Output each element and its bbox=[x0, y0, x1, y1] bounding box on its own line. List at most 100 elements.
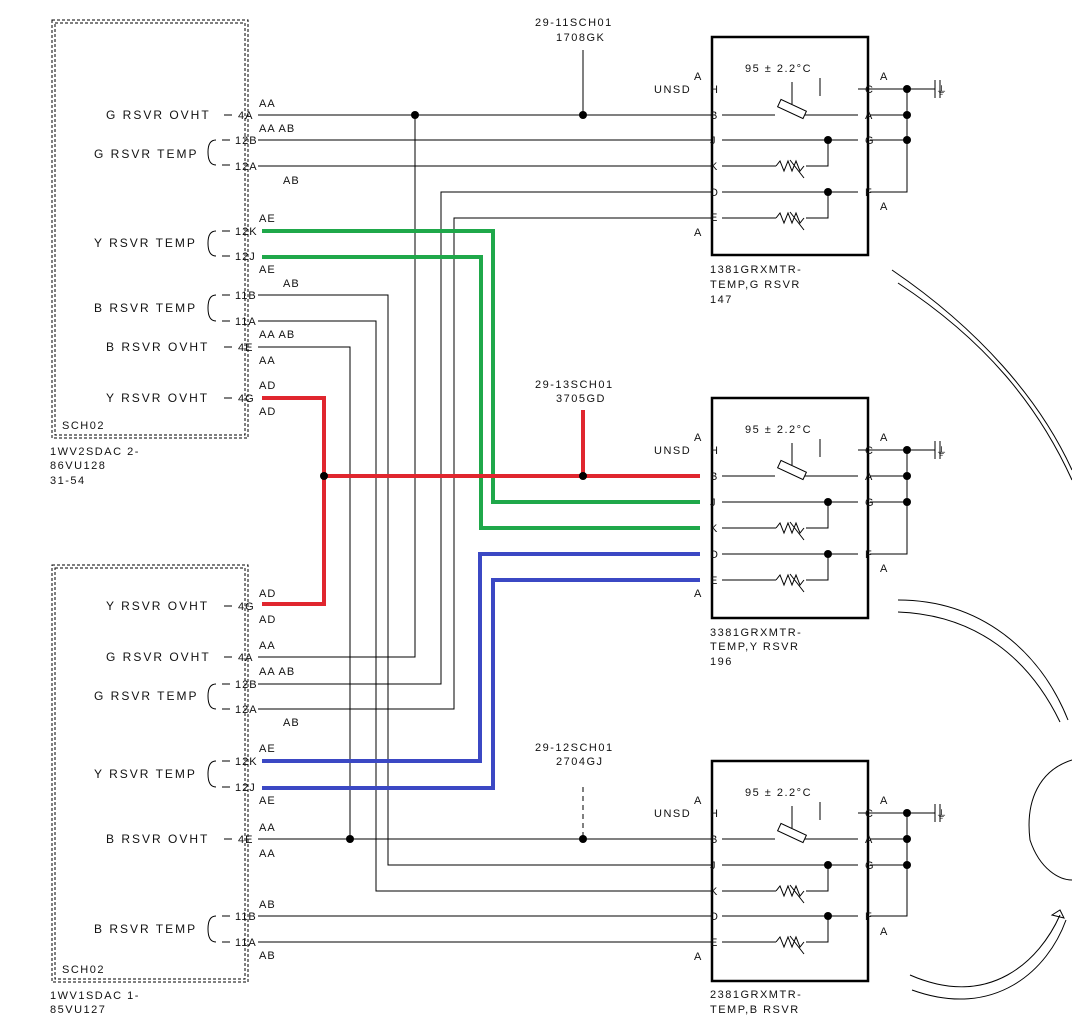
pin-label: 11A bbox=[235, 937, 257, 949]
red-wire bbox=[262, 396, 700, 606]
signal-label: G RSVR OVHT bbox=[106, 650, 211, 664]
colored-wires bbox=[262, 229, 700, 790]
pin-c: C bbox=[865, 445, 874, 457]
pin-b: B bbox=[710, 110, 718, 122]
unsd-label: UNSD bbox=[654, 445, 691, 457]
pin-label: 12K bbox=[235, 756, 258, 768]
pin-label: 11A bbox=[235, 316, 257, 328]
wire bbox=[258, 346, 712, 840]
pin-label: 4E bbox=[238, 834, 253, 846]
xmtr-ref2: TEMP,Y RSVR bbox=[710, 641, 799, 653]
code-label: AB bbox=[259, 950, 276, 962]
code-a: A bbox=[694, 588, 702, 600]
xmtr-frame bbox=[710, 396, 870, 620]
pin-g: G bbox=[865, 497, 875, 509]
code-label: AB bbox=[283, 278, 300, 290]
code-a: A bbox=[694, 432, 702, 444]
xmtr-sheet: 29-11SCH01 bbox=[535, 17, 613, 29]
signal-label: G RSVR OVHT bbox=[106, 108, 211, 122]
pin-j: J bbox=[710, 135, 717, 147]
decorative-curves bbox=[891, 269, 1072, 1000]
pin-g: G bbox=[865, 135, 875, 147]
code-label: AA AB bbox=[259, 329, 295, 341]
signal-label: B RSVR OVHT bbox=[106, 340, 209, 354]
code-a: A bbox=[694, 71, 702, 83]
xmtr-y-rsvr: 29-13SCH01 3705GD 95 ± 2.2°C 3381GRXMTR-… bbox=[535, 379, 948, 668]
sdac-bottom-ref3: 85VU127 bbox=[50, 1004, 106, 1016]
xmtr-zone: 3705GD bbox=[556, 393, 606, 405]
pin-g: G bbox=[865, 860, 875, 872]
pin-b: B bbox=[710, 471, 718, 483]
pin-label: 11B bbox=[235, 911, 257, 923]
pin-b: B bbox=[710, 834, 718, 846]
pin-label: 12A bbox=[235, 704, 258, 716]
sdac-bottom-outline bbox=[51, 564, 249, 983]
unsd-label: UNSD bbox=[654, 84, 691, 96]
xmtr-sheet: 29-13SCH01 bbox=[535, 379, 614, 391]
code-label: AA bbox=[259, 848, 276, 860]
wire bbox=[258, 320, 712, 892]
pin-label: 12A bbox=[235, 161, 258, 173]
code-label: AB bbox=[259, 899, 276, 911]
xmtr-ref1: 2381GRXMTR- bbox=[710, 989, 802, 1001]
pin-e: E bbox=[710, 937, 718, 949]
xmtr-ref1: 1381GRXMTR- bbox=[710, 264, 802, 276]
ground-symbol: ⏚ bbox=[936, 445, 948, 458]
code-label: AA AB bbox=[259, 123, 295, 135]
pin-f: F bbox=[865, 549, 873, 561]
signal-label: Y RSVR OVHT bbox=[106, 599, 209, 613]
code-label: AA bbox=[259, 355, 276, 367]
code-label: AE bbox=[259, 743, 276, 755]
black-wires bbox=[258, 50, 712, 943]
xmtr-temp: 95 ± 2.2°C bbox=[745, 787, 812, 799]
sdac-top-ref1: SCH02 bbox=[62, 420, 105, 432]
signal-label: G RSVR TEMP bbox=[94, 689, 198, 703]
xmtr-ref1: 3381GRXMTR- bbox=[710, 627, 802, 639]
signal-label: Y RSVR TEMP bbox=[94, 767, 197, 781]
pin-label: 4A bbox=[238, 110, 253, 122]
code-a: A bbox=[880, 201, 888, 213]
code-a: A bbox=[880, 795, 888, 807]
code-label: AD bbox=[259, 406, 276, 418]
code-label: AA bbox=[259, 98, 276, 110]
pin-j: J bbox=[710, 497, 717, 509]
code-label: AB bbox=[283, 175, 300, 187]
sdac-top-ref2: 1WV2SDAC 2- bbox=[50, 446, 140, 458]
pin-label: 4E bbox=[238, 342, 253, 354]
pin-d: D bbox=[710, 911, 719, 923]
code-a: A bbox=[880, 71, 888, 83]
pin-f: F bbox=[865, 911, 873, 923]
sdac-bottom-ref1: SCH02 bbox=[62, 964, 105, 976]
pin-h: H bbox=[710, 808, 719, 820]
pin-label: 12J bbox=[235, 782, 256, 794]
signal-label: Y RSVR TEMP bbox=[94, 236, 197, 250]
xmtr-ref2: TEMP,G RSVR bbox=[710, 279, 801, 291]
code-a: A bbox=[694, 227, 702, 239]
code-label: AA bbox=[259, 822, 276, 834]
ground-symbol: ⏚ bbox=[936, 808, 948, 821]
pin-k: K bbox=[710, 886, 718, 898]
sdac-bottom-ref2: 1WV1SDAC 1- bbox=[50, 990, 140, 1002]
pin-h: H bbox=[710, 445, 719, 457]
pin-label: 4G bbox=[238, 601, 255, 613]
pin-e: E bbox=[710, 575, 718, 587]
pin-k: K bbox=[710, 161, 718, 173]
code-label: AA bbox=[259, 640, 276, 652]
green-wire-12j bbox=[262, 255, 700, 530]
xmtr-b-rsvr: 29-12SCH01 2704GJ 95 ± 2.2°C 2381GRXMTR-… bbox=[535, 742, 948, 1016]
code-a: A bbox=[880, 926, 888, 938]
pin-c: C bbox=[865, 808, 874, 820]
signal-label: G RSVR TEMP bbox=[94, 147, 198, 161]
wire bbox=[258, 50, 712, 658]
signal-label: B RSVR TEMP bbox=[94, 922, 197, 936]
ground-symbol: ⏚ bbox=[936, 84, 948, 97]
pin-label: 12B bbox=[235, 679, 258, 691]
wire bbox=[258, 191, 712, 685]
code-label: AD bbox=[259, 380, 276, 392]
pin-a: A bbox=[865, 471, 873, 483]
code-a: A bbox=[694, 951, 702, 963]
unsd-label: UNSD bbox=[654, 808, 691, 820]
code-label: AE bbox=[259, 264, 276, 276]
pin-label: 4A bbox=[238, 652, 253, 664]
code-label: AD bbox=[259, 588, 276, 600]
